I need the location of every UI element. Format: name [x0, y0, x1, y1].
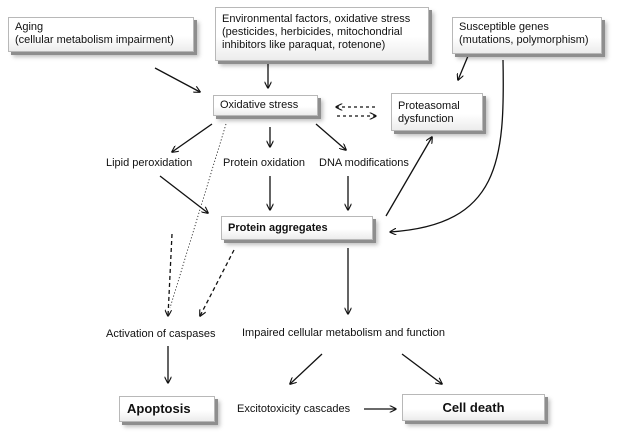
activation-of-caspases-label: Activation of caspases: [106, 328, 216, 340]
apoptosis-label: Apoptosis: [127, 401, 191, 416]
susceptible-genes-box: Susceptible genes (mutations, polymorphi…: [452, 17, 602, 54]
arrow-aggregates-to-proteasomal: [385, 137, 432, 217]
susceptible-genes-label: Susceptible genes (mutations, polymorphi…: [459, 21, 589, 46]
arrow-aggregates-dashed-to-caspases: [200, 249, 235, 316]
proteasomal-dysfunction-label: Proteasomal dysfunction: [398, 100, 460, 125]
arrow-genes-to-proteasomal: [458, 55, 469, 80]
protein-aggregates-label: Protein aggregates: [228, 222, 328, 234]
arrow-oxidative-to-lipid: [172, 123, 213, 152]
oxidative-stress-label: Oxidative stress: [220, 99, 299, 111]
aging-box: Aging (cellular metabolism impairment): [8, 17, 194, 52]
arrow-lipid-to-aggregates: [159, 175, 208, 213]
arrow-oxidative-to-dna: [315, 123, 346, 150]
protein-aggregates-box: Protein aggregates: [221, 216, 373, 240]
environmental-factors-label: Environmental factors, oxidative stress …: [222, 13, 411, 51]
arrow-impaired-to-celldeath: [401, 353, 442, 384]
arrow-aging-to-oxidative: [154, 67, 200, 92]
arrow-genes-to-aggregates: [390, 59, 504, 232]
cell-death-label: Cell death: [442, 400, 505, 415]
excitotoxicity-cascades-label: Excitotoxicity cascades: [237, 403, 351, 415]
proteasomal-dysfunction-box: Proteasomal dysfunction: [391, 93, 483, 131]
arrow-dashed-to-caspases: [168, 233, 173, 316]
protein-oxidation-label: Protein oxidation: [223, 157, 305, 169]
oxidative-stress-box: Oxidative stress: [213, 95, 318, 116]
cell-death-box: Cell death: [402, 394, 545, 421]
lipid-peroxidation-label: Lipid peroxidation: [106, 157, 193, 169]
aging-label: Aging (cellular metabolism impairment): [15, 21, 174, 46]
line-oxidative-to-caspases-dotted: [169, 123, 227, 309]
apoptosis-box: Apoptosis: [119, 396, 215, 422]
impaired-metabolism-label: Impaired cellular metabolism and functio…: [242, 327, 445, 339]
environmental-factors-box: Environmental factors, oxidative stress …: [215, 7, 429, 61]
arrow-impaired-to-excitotoxicity: [290, 353, 323, 384]
dna-modifications-label: DNA modifications: [319, 157, 409, 169]
